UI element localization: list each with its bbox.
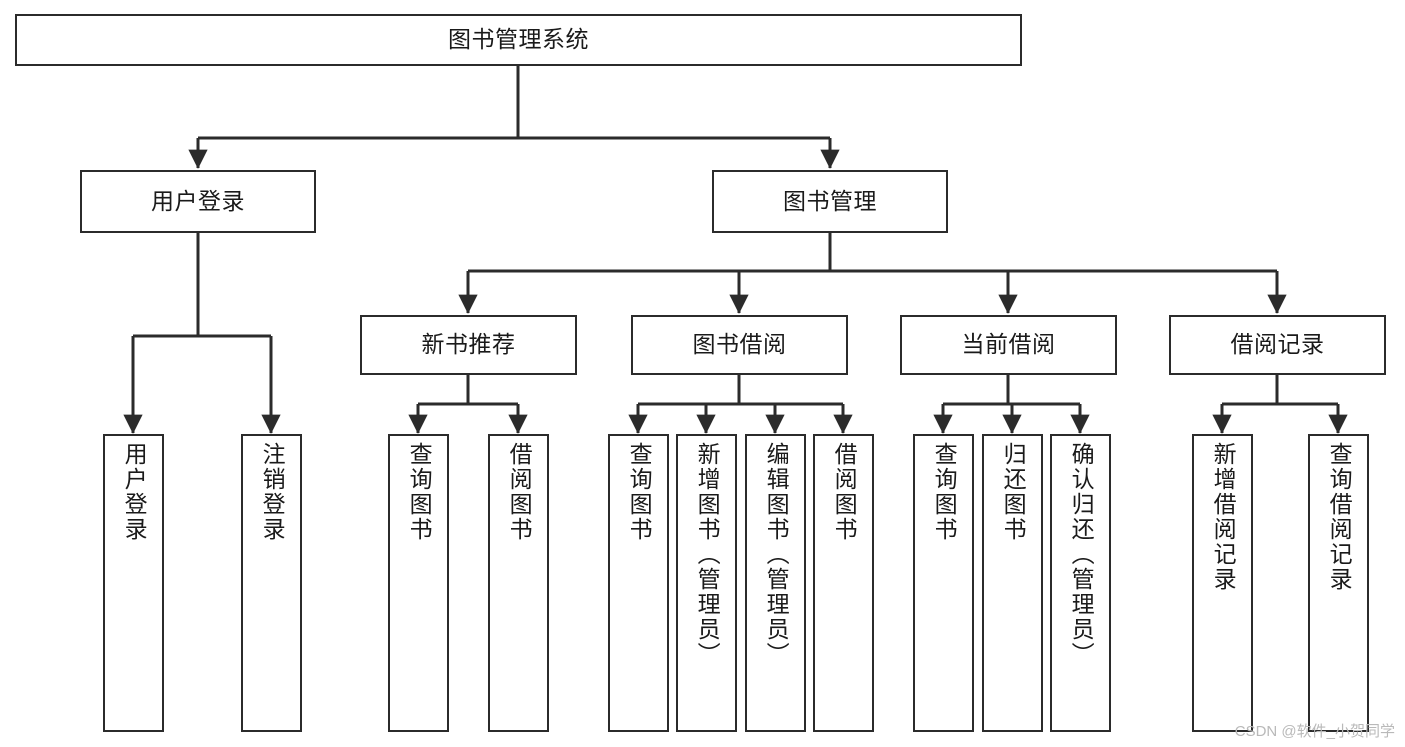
node-leaf-query-book-a[interactable]: 查询图书 <box>388 434 449 732</box>
node-book-borrow-label: 图书借阅 <box>692 331 787 358</box>
node-leaf-user-login[interactable]: 用户登录 <box>103 434 164 732</box>
node-leaf-return-book[interactable]: 归还图书 <box>982 434 1043 732</box>
node-leaf-query-book-b-label: 查询图书 <box>626 442 653 542</box>
node-leaf-query-record[interactable]: 查询借阅记录 <box>1308 434 1369 732</box>
node-leaf-query-book-c-label: 查询图书 <box>931 442 958 542</box>
node-leaf-query-book-a-label: 查询图书 <box>406 442 433 542</box>
node-leaf-user-login-label: 用户登录 <box>121 442 148 542</box>
node-book-manage[interactable]: 图书管理 <box>712 170 948 233</box>
node-current-borrow[interactable]: 当前借阅 <box>900 315 1117 375</box>
node-book-manage-label: 图书管理 <box>783 187 877 214</box>
node-leaf-edit-book-admin[interactable]: 编辑图书（管理员） <box>745 434 806 732</box>
node-leaf-add-book-admin-label: 新增图书（管理员） <box>694 442 721 667</box>
node-leaf-query-record-label: 查询借阅记录 <box>1326 442 1353 592</box>
node-leaf-query-book-b[interactable]: 查询图书 <box>608 434 669 732</box>
node-leaf-query-book-c[interactable]: 查询图书 <box>913 434 974 732</box>
node-leaf-logout[interactable]: 注销登录 <box>241 434 302 732</box>
node-leaf-edit-book-admin-label: 编辑图书（管理员） <box>763 442 790 667</box>
node-leaf-add-record-label: 新增借阅记录 <box>1210 442 1237 592</box>
node-leaf-borrow-book-b-label: 借阅图书 <box>831 442 858 542</box>
node-leaf-borrow-book-b[interactable]: 借阅图书 <box>813 434 874 732</box>
node-new-book-recommend-label: 新书推荐 <box>421 331 516 358</box>
node-leaf-logout-label: 注销登录 <box>259 442 286 542</box>
node-leaf-confirm-return-admin-label: 确认归还（管理员） <box>1068 442 1095 667</box>
node-current-borrow-label: 当前借阅 <box>961 331 1056 358</box>
node-leaf-add-book-admin[interactable]: 新增图书（管理员） <box>676 434 737 732</box>
node-leaf-return-book-label: 归还图书 <box>1000 442 1027 542</box>
node-user-login[interactable]: 用户登录 <box>80 170 316 233</box>
node-root-label: 图书管理系统 <box>448 26 589 53</box>
node-leaf-confirm-return-admin[interactable]: 确认归还（管理员） <box>1050 434 1111 732</box>
node-user-login-label: 用户登录 <box>151 187 245 214</box>
node-root[interactable]: 图书管理系统 <box>15 14 1022 66</box>
node-borrow-record-label: 借阅记录 <box>1230 331 1325 358</box>
node-borrow-record[interactable]: 借阅记录 <box>1169 315 1386 375</box>
node-book-borrow[interactable]: 图书借阅 <box>631 315 848 375</box>
node-leaf-borrow-book-a-label: 借阅图书 <box>506 442 533 542</box>
node-leaf-borrow-book-a[interactable]: 借阅图书 <box>488 434 549 732</box>
node-leaf-add-record[interactable]: 新增借阅记录 <box>1192 434 1253 732</box>
node-new-book-recommend[interactable]: 新书推荐 <box>360 315 577 375</box>
